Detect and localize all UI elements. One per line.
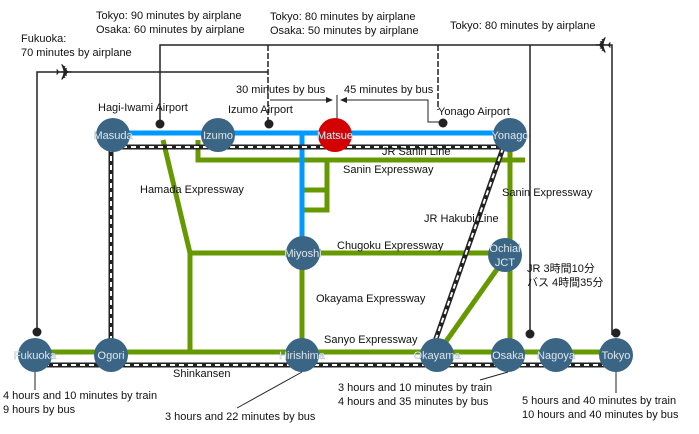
air-fukuoka-label: Fukuoka: (21, 33, 66, 45)
svg-text:Fukuoka: Fukuoka (14, 350, 57, 362)
time-fukuoka: 9 hours by bus (3, 404, 76, 416)
station-okayama[interactable]: Okayama (413, 338, 462, 372)
air-izumo-label: Tokyo: 80 minutes by airplane (270, 11, 416, 23)
line-label: Hamada Expressway (140, 184, 244, 196)
svg-text:Osaka: Osaka (492, 350, 525, 362)
airport-dot-osaka (525, 329, 535, 339)
svg-text:Nagoya: Nagoya (537, 350, 576, 362)
stations: Masuda Izumo Matsue Yonago Miyoshi Ochia… (14, 118, 633, 372)
svg-text:Ogori: Ogori (98, 350, 125, 362)
line-label: JR Sanin Line (382, 146, 451, 158)
line-label: Sanin Expressway (502, 187, 593, 199)
svg-text:Izumo: Izumo (203, 130, 233, 142)
svg-text:Miyoshi: Miyoshi (284, 248, 321, 260)
station-fukuoka[interactable]: Fukuoka (14, 338, 57, 372)
bus-izumo-label: 30 minutes by bus (236, 84, 326, 96)
line-label: Chugoku Expressway (337, 240, 444, 252)
line-label: Shinkansen (173, 368, 231, 380)
time-osaka: 3 hours and 10 minutes by train (338, 382, 492, 394)
bus-yonago-label: 45 minutes by bus (344, 84, 434, 96)
station-hirishima[interactable]: Hirishima (279, 338, 326, 372)
airport-dot-yonago (438, 118, 448, 128)
svg-text:Ochiai: Ochiai (489, 243, 520, 255)
leader-lines (34, 371, 617, 409)
airport-izumo-label: Izumo Airport (228, 104, 293, 116)
station-matsue[interactable]: Matsue (317, 118, 353, 152)
expressways (35, 139, 616, 355)
airport-dot-tokyo (611, 328, 621, 338)
line-label: Okayama Expressway (316, 293, 426, 305)
jp-note: バス 4時間35分 (527, 276, 603, 289)
station-osaka[interactable]: Osaka (491, 338, 525, 372)
labels: Fukuoka: 70 minutes by airplane Tokyo: 9… (3, 10, 679, 423)
station-yonago[interactable]: Yonago (491, 118, 529, 152)
svg-text:Matsue: Matsue (317, 130, 353, 142)
airport-yonago-label: Yonago Airport (438, 106, 510, 118)
air-hagi-label: Osaka: 60 minutes by airplane (96, 24, 245, 36)
air-izumo-label: Osaka: 50 minutes by airplane (270, 25, 419, 37)
airplane-icon: ✈ (594, 33, 612, 58)
air-hagi-label: Tokyo: 90 minutes by airplane (96, 10, 242, 22)
airplane-icon: ✈ (55, 60, 73, 85)
station-ogori[interactable]: Ogori (94, 338, 128, 372)
airport-dot-fukuoka (32, 327, 42, 337)
svg-text:Yonago: Yonago (492, 130, 529, 142)
time-osaka: 4 hours and 35 minutes by bus (338, 396, 489, 408)
air-yonago-label: Tokyo: 80 minutes by airplane (450, 20, 596, 32)
station-nagoya[interactable]: Nagoya (537, 338, 576, 372)
svg-text:Masuda: Masuda (93, 130, 133, 142)
line-label: Sanyo Expressway (324, 334, 418, 346)
line-label: Sanin Expressway (343, 164, 434, 176)
svg-text:Tokyo: Tokyo (602, 350, 631, 362)
station-tokyo[interactable]: Tokyo (599, 338, 633, 372)
svg-text:JCT: JCT (495, 257, 515, 269)
airport-dot-hagi (155, 119, 165, 129)
jp-note: JR 3時間10分 (527, 262, 595, 275)
station-izumo[interactable]: Izumo (201, 118, 235, 152)
line-label: JR Hakubi Line (424, 213, 499, 225)
svg-text:Hirishima: Hirishima (279, 350, 326, 362)
station-miyoshi[interactable]: Miyoshi (284, 236, 322, 270)
airport-hagi-label: Hagi-Iwami Airport (98, 102, 188, 114)
svg-text:Okayama: Okayama (413, 350, 461, 362)
air-fukuoka-label: 70 minutes by airplane (21, 47, 132, 59)
time-fukuoka: 4 hours and 10 minutes by train (3, 390, 157, 402)
air-routes: ✈ ✈ (32, 33, 621, 339)
time-hirishima: 3 hours and 22 minutes by bus (165, 411, 316, 423)
time-tokyo: 5 hours and 40 minutes by train (522, 395, 676, 407)
time-tokyo: 10 hours and 40 minutes by bus (522, 409, 679, 421)
airport-dot-izumo (264, 119, 274, 129)
station-masuda[interactable]: Masuda (93, 118, 134, 152)
